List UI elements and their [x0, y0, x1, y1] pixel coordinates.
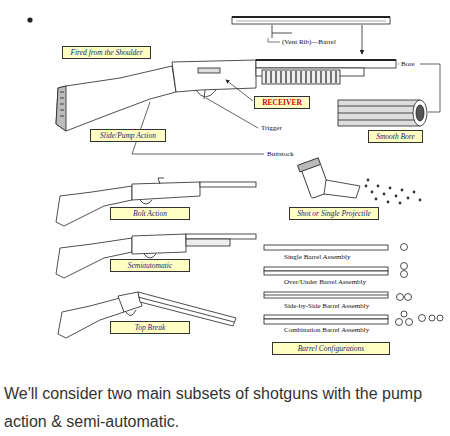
part-label: Combination Barrel Assembly [283, 326, 370, 334]
box-label: Barrel Configurations [298, 344, 365, 353]
barrel-configuration-drawing [264, 244, 443, 326]
shell-and-shot-drawing [298, 158, 422, 205]
part-label: Over/Under Barrel Assembly [283, 278, 367, 286]
bolt-action-drawing [56, 178, 256, 226]
label-box: Shot or Single Projectile [289, 207, 379, 220]
box-label: Top Break [135, 323, 166, 332]
bullet-dot [27, 17, 32, 22]
box-label: Bolt Action [133, 209, 167, 218]
label-box: Smooth Bore [368, 130, 423, 143]
box-label: Smooth Bore [376, 132, 415, 141]
box-label: Shot or Single Projectile [297, 209, 371, 218]
caption-text: We'll consider two main subsets of shotg… [4, 380, 436, 436]
top-break-drawing [58, 292, 236, 338]
semiautomatic-drawing [56, 234, 256, 278]
label-box: Top Break [110, 321, 190, 334]
label-box: Slide/Pump Action [90, 129, 166, 142]
label-box: Barrel Configurations [272, 342, 390, 355]
box-label: Semiautomatic [128, 261, 173, 270]
part-label: Trigger [260, 124, 283, 132]
barrel-drawing [232, 17, 390, 54]
part-label: (Vent Rib)—Barrel [281, 38, 337, 46]
box-label: RECEIVER [262, 98, 302, 107]
smooth-bore-drawing [338, 100, 427, 126]
label-box: Fired from the Shoulder [62, 46, 151, 59]
part-label: Bore [400, 60, 416, 68]
part-label: Single Barrel Assembly [283, 253, 352, 261]
part-label: Buttstock [266, 150, 295, 158]
part-label: Side-by-Side Barrel Assembly [283, 302, 370, 310]
label-box: Semiautomatic [110, 259, 190, 272]
leader-lines [132, 64, 440, 154]
label-box: RECEIVER [254, 96, 310, 109]
box-label: Slide/Pump Action [100, 131, 156, 140]
box-label: Fired from the Shoulder [70, 48, 142, 57]
label-box: Bolt Action [110, 207, 190, 220]
